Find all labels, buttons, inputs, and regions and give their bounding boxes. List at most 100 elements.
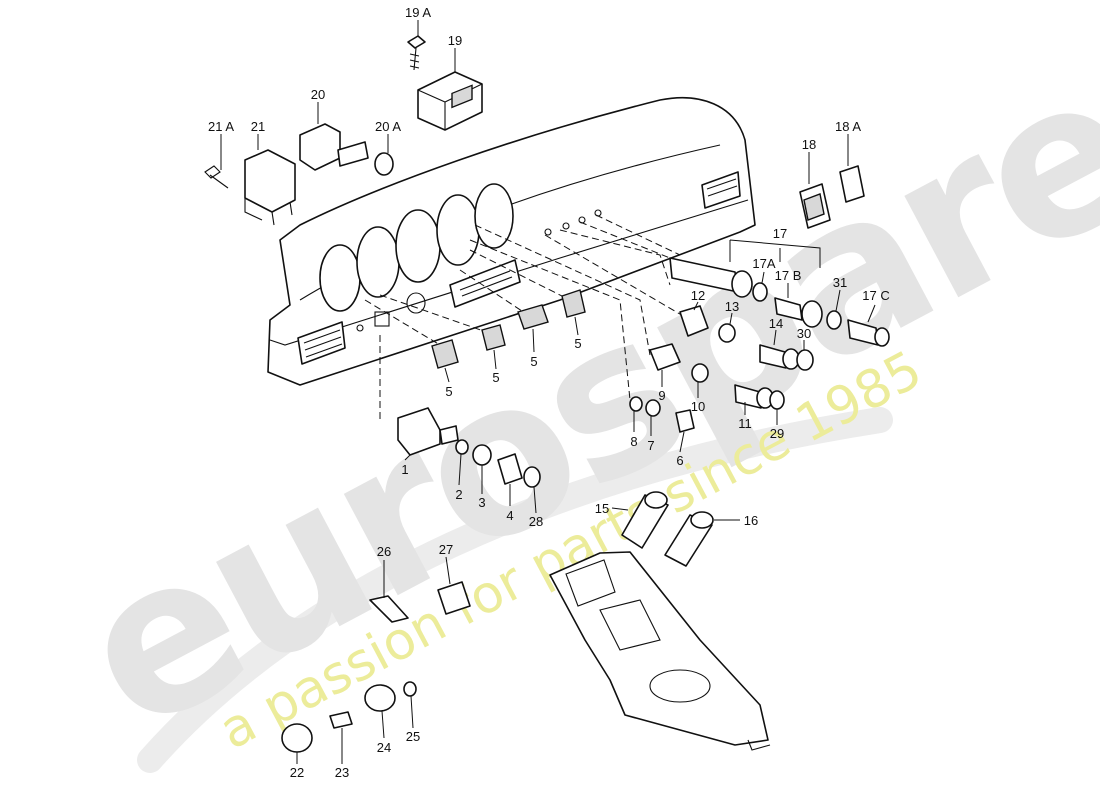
callout-11: 11 [738,416,752,431]
part-19-module [417,71,483,131]
gauge-3 [395,209,441,283]
leader-lines [220,20,876,764]
callout-31: 31 [833,275,847,290]
part-14 [759,344,787,369]
callout-9: 9 [658,388,665,403]
callout-25: 25 [406,729,420,744]
part-30 [796,349,814,371]
part-10 [691,363,709,383]
watermark-brand: eurospares [43,0,1100,779]
part-7 [645,399,661,417]
callout-20: 20 [311,87,325,102]
gauge-4 [436,194,480,266]
part-23-pin [329,711,353,729]
part-28 [523,466,541,488]
part-12 [679,305,709,337]
part-17a [752,282,768,302]
callout-3: 3 [478,495,485,510]
hole-g [406,292,426,314]
part-20-shaft [337,141,369,167]
center-vent-slats [459,270,513,297]
callout-30: 30 [797,326,811,341]
callout-14: 14 [769,316,783,331]
part-2 [455,439,469,455]
callout-18a: 18 A [835,119,861,134]
callout-27: 27 [439,542,453,557]
part-4 [497,453,523,485]
part-1-switch [397,407,441,456]
right-vent-slats [706,178,738,197]
part-20a-knob [374,152,394,176]
hole-b [562,222,570,230]
callout-12: 12 [691,288,705,303]
part-18a-frame [839,165,865,203]
callout-17b: 17 B [775,268,802,283]
callout-8: 8 [630,434,637,449]
callout-18: 18 [802,137,816,152]
part-20-switch [299,123,341,171]
part-5-rocker-c [517,304,549,330]
callout-21a: 21 A [208,119,234,134]
part-9 [649,343,681,371]
callout-labels: 1 2 3 4 5 5 5 5 6 7 8 9 10 11 12 13 14 1… [208,5,890,780]
callout-19a: 19 A [405,5,431,20]
callout-4: 4 [506,508,513,523]
callout-16: 16 [744,513,758,528]
callout-26: 26 [377,544,391,559]
watermark-swoosh [137,407,893,773]
callout-22: 22 [290,765,304,780]
parts [204,35,890,753]
watermark: eurospares a passion for parts since 198… [43,0,1100,779]
part-25-nut [403,681,417,697]
callout-10: 10 [691,399,705,414]
callout-20a: 20 A [375,119,401,134]
part-26-bracket [369,595,409,623]
part-24-ring [364,684,396,712]
callout-1: 1 [401,462,408,477]
callout-17c: 17 C [862,288,889,303]
callout-28: 28 [529,514,543,529]
callout-19: 19 [448,33,462,48]
callout-13: 13 [725,299,739,314]
callout-6: 6 [676,453,683,468]
left-vent-slats [303,329,343,358]
part-19a-screw [407,35,426,49]
callout-21: 21 [251,119,265,134]
dashboard-lower-edge [269,199,749,346]
part-29 [769,390,785,410]
callout-17a: 17A [752,256,775,271]
callout-5-b: 5 [492,370,499,385]
part-11 [734,384,762,409]
part-31-washer [826,310,842,330]
callout-24: 24 [377,740,391,755]
part-13 [718,323,736,343]
part-27 [437,581,471,615]
part-21-relay [244,149,296,213]
gauge-5 [474,183,514,249]
callout-29: 29 [770,426,784,441]
callout-23: 23 [335,765,349,780]
part-6 [675,409,695,433]
hole-a [544,228,552,236]
part-5-rocker-a [431,339,459,369]
callout-5-a: 5 [445,384,452,399]
center-console [549,551,769,746]
callout-7: 7 [647,438,654,453]
part-5-rocker-d [561,289,586,318]
callout-5-d: 5 [574,336,581,351]
part-5-rocker-b [481,324,506,351]
part-22-cap [281,723,313,753]
part-8 [629,396,643,412]
hole-e [356,324,364,332]
part-21a-screw [204,165,229,189]
center-vent [449,259,521,308]
gauge-1 [319,244,361,312]
part-17b [774,297,803,321]
callout-5-c: 5 [530,354,537,369]
callout-17: 17 [773,226,787,241]
part-3 [472,444,492,466]
callout-2: 2 [455,487,462,502]
callout-15: 15 [595,501,609,516]
